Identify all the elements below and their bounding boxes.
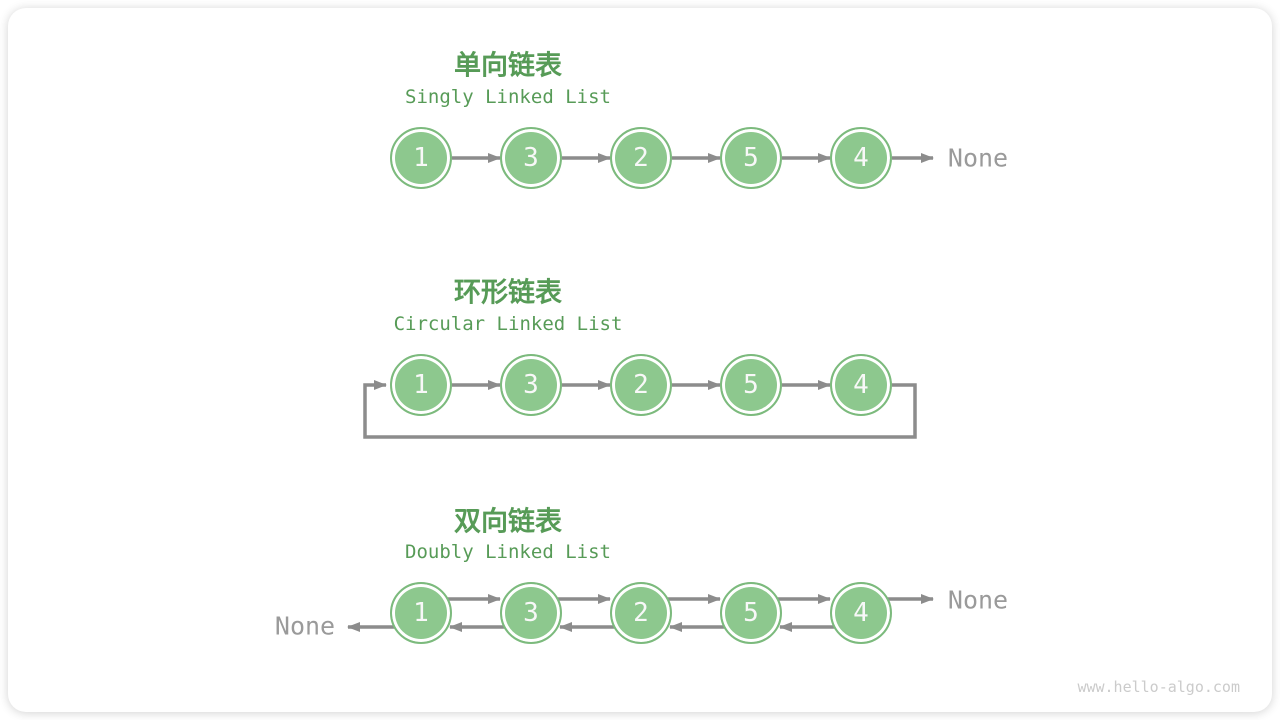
- list-node: 5: [720, 354, 782, 416]
- section-subtitle-circular: Circular Linked List: [393, 313, 623, 335]
- list-node: 1: [390, 127, 452, 189]
- section-title-doubly: 双向链表: [454, 506, 562, 537]
- list-node: 1: [390, 582, 452, 644]
- list-node: 3: [500, 127, 562, 189]
- none-label-head: None: [274, 611, 336, 641]
- list-node: 3: [500, 354, 562, 416]
- list-node: 2: [610, 127, 672, 189]
- list-node: 2: [610, 354, 672, 416]
- section-title-singly: 单向链表: [454, 50, 562, 81]
- watermark: www.hello-algo.com: [1077, 678, 1240, 696]
- list-node: 5: [720, 582, 782, 644]
- list-node: 4: [830, 127, 892, 189]
- list-node: 3: [500, 582, 562, 644]
- section-subtitle-singly: Singly Linked List: [405, 86, 611, 108]
- section-subtitle-doubly: Doubly Linked List: [405, 541, 611, 563]
- list-node: 2: [610, 582, 672, 644]
- list-node: 5: [720, 127, 782, 189]
- section-title-circular: 环形链表: [454, 277, 562, 308]
- list-node: 4: [830, 582, 892, 644]
- list-node: 1: [390, 354, 452, 416]
- none-label: None: [947, 143, 1009, 173]
- list-node: 4: [830, 354, 892, 416]
- none-label-tail: None: [947, 585, 1009, 615]
